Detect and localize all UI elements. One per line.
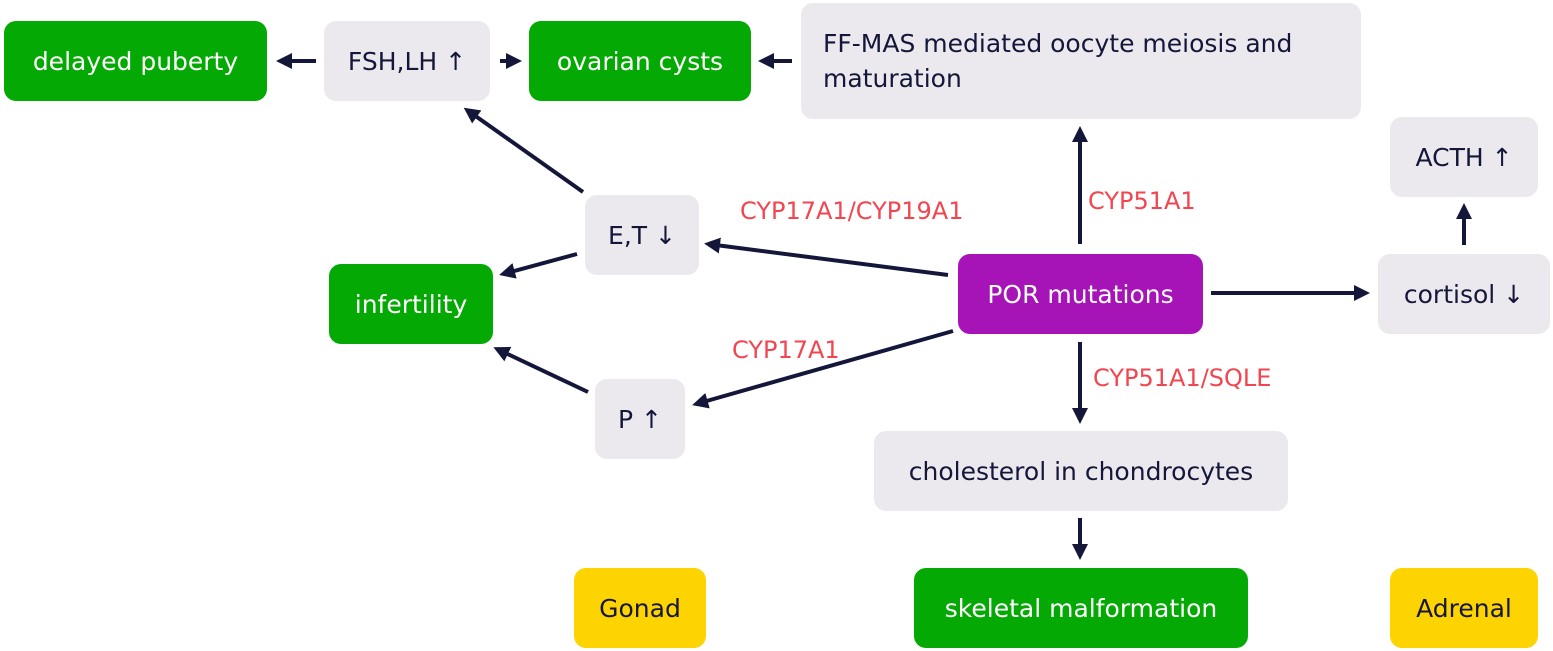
arrow-por-to-p — [692, 329, 954, 409]
infertility-node: infertility — [329, 264, 493, 344]
cholesterol-node: cholesterol in chondrocytes — [874, 431, 1288, 511]
ovarian-cysts-node: ovarian cysts — [529, 21, 751, 101]
delayed-puberty-node: delayed puberty — [4, 21, 267, 101]
skeletal-malformation-node: skeletal malformation — [914, 568, 1248, 648]
enzyme-label-cyp17a1: CYP17A1 — [732, 336, 840, 364]
fsh-lh-node: FSH,LH ↑ — [324, 21, 490, 101]
enzyme-label-cyp51a1-sqle: CYP51A1/SQLE — [1093, 364, 1272, 392]
et-node: E,T ↓ — [585, 195, 699, 275]
por-mutations-node: POR mutations — [958, 254, 1203, 334]
cortisol-node: cortisol ↓ — [1378, 254, 1550, 334]
enzyme-label-cyp17a1-cyp19a1: CYP17A1/CYP19A1 — [740, 197, 964, 225]
ffmas-node: FF-MAS mediated oocyte meiosis and matur… — [801, 3, 1361, 119]
enzyme-label-cyp51a1: CYP51A1 — [1088, 187, 1196, 215]
arrow-et-to-infertility — [499, 252, 578, 279]
p-node: P ↑ — [595, 379, 685, 459]
arrow-por-to-et — [704, 237, 949, 277]
arrow-p-to-infertility — [493, 346, 589, 394]
gonad-label: Gonad — [574, 568, 706, 648]
adrenal-label: Adrenal — [1390, 568, 1538, 648]
arrow-et-to-fsh — [463, 107, 585, 194]
acth-node: ACTH ↑ — [1390, 117, 1538, 197]
